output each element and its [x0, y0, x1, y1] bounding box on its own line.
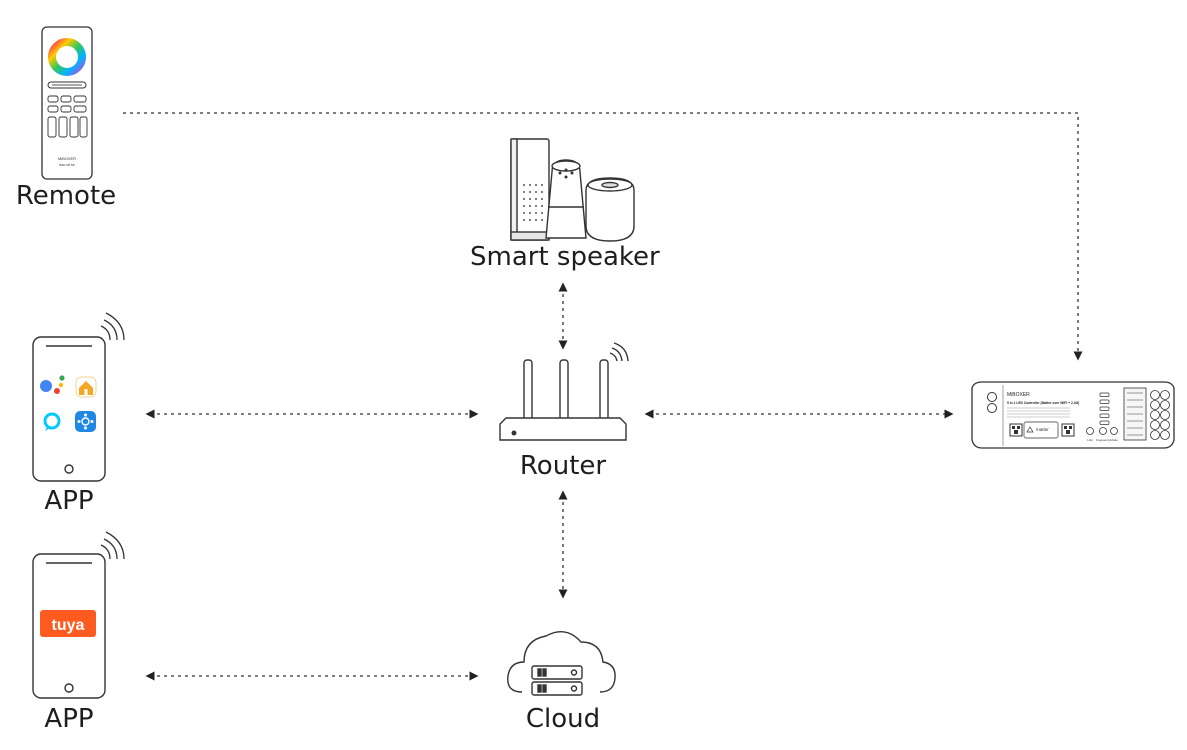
matter-logo-icon: matter — [1023, 421, 1059, 439]
svg-text:matter: matter — [1036, 427, 1049, 432]
color-wheel-icon — [48, 38, 86, 76]
wifi-icon — [100, 312, 125, 341]
wifi-icon — [100, 531, 125, 560]
mode-label: Mode — [1110, 438, 1118, 442]
google-assistant-icon — [40, 375, 65, 394]
controller-brand-text: MiBOXER — [1007, 392, 1030, 398]
smart-speaker-devices — [510, 138, 635, 242]
router-label: Router — [519, 451, 607, 481]
apple-home-icon — [75, 376, 97, 398]
alexa-icon — [43, 412, 61, 431]
remote-device: MiBOXER B&R 9B 5B — [41, 26, 93, 180]
link-button — [1086, 427, 1094, 435]
tuya-logo-icon: tuya — [40, 610, 96, 637]
remote-to-controller-link — [123, 112, 1083, 361]
router-device — [499, 342, 629, 441]
remote-brand-text: MiBOXER — [58, 156, 76, 161]
frequency-label: Frequency — [1096, 438, 1111, 442]
app-bottom-label: APP — [44, 704, 94, 734]
qr-code-icon — [1009, 423, 1023, 437]
app-top-label: APP — [44, 486, 94, 516]
smart-speaker-label: Smart speaker — [470, 242, 660, 272]
remote-label: Remote — [15, 181, 117, 211]
mode-button — [1110, 427, 1118, 435]
frequency-button — [1099, 427, 1107, 435]
smartthings-icon — [75, 411, 96, 432]
remote-model-text: B&R 9B 5B — [59, 163, 74, 167]
svg-text:tuya: tuya — [52, 617, 85, 634]
cloud-device — [507, 630, 616, 696]
qr-code-icon — [1061, 423, 1075, 437]
controller-title-text: 5 in 1 LED Controller (Matter over WiFi … — [1007, 401, 1079, 405]
app-phone-top — [32, 312, 125, 482]
link-label: Link — [1087, 438, 1093, 442]
led-controller-device: MiBOXER 5 in 1 LED Controller (Matter ov… — [971, 381, 1175, 449]
server-icon — [531, 665, 583, 696]
wifi-icon — [609, 342, 629, 362]
app-phone-bottom: tuya — [32, 531, 125, 699]
cloud-label: Cloud — [525, 704, 601, 734]
